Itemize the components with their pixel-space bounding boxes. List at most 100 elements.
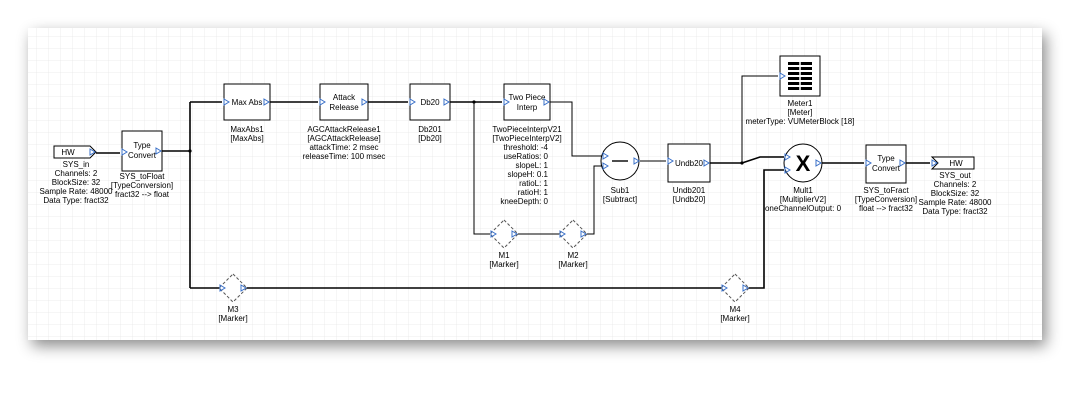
output-pin-icon[interactable]: [815, 159, 822, 167]
input-pin-icon[interactable]: [319, 98, 326, 106]
output-pin-icon[interactable]: [633, 157, 640, 165]
block-undb20[interactable]: Undb20 Undb201 [Undb20]: [667, 143, 711, 204]
block-multiplier[interactable]: X Mult1 [MultiplierV2] oneChannelOutput:…: [765, 143, 842, 213]
attack-release-labels: AGCAttackRelease1 [AGCAttackRelease] att…: [303, 125, 386, 161]
sys-tofract-labels: SYS_toFract [TypeConversion] float --> f…: [855, 186, 917, 213]
input-pin-icon[interactable]: [779, 72, 786, 80]
input-pin-icon[interactable]: [503, 98, 510, 106]
svg-text:Channels: 2: Channels: 2: [55, 169, 98, 178]
svg-text:Mult1: Mult1: [793, 186, 813, 195]
input-pin-icon[interactable]: [559, 230, 566, 238]
input-pin-icon[interactable]: [931, 159, 938, 167]
output-pin-icon[interactable]: [580, 230, 587, 238]
svg-text:M2: M2: [567, 251, 579, 260]
meter-labels: Meter1 [Meter] meterType: VUMeterBlock […: [746, 99, 855, 126]
svg-text:AGCAttackRelease1: AGCAttackRelease1: [307, 125, 381, 134]
svg-text:slopeL: 1: slopeL: 1: [516, 161, 549, 170]
svg-text:ratioL: 1: ratioL: 1: [519, 179, 548, 188]
multiplier-labels: Mult1 [MultiplierV2] oneChannelOutput: 0: [765, 186, 842, 213]
svg-text:releaseTime: 100 msec: releaseTime: 100 msec: [303, 152, 386, 161]
wire-undb20-mult[interactable]: [741, 156, 784, 164]
input-pin-icon[interactable]: [223, 98, 230, 106]
marker-m3[interactable]: M3 [Marker]: [218, 273, 248, 323]
marker-m1[interactable]: M1 [Marker]: [489, 219, 519, 269]
svg-text:[AGCAttackRelease]: [AGCAttackRelease]: [307, 134, 380, 143]
output-pin-icon[interactable]: [240, 284, 247, 292]
block-sys-out[interactable]: HW SYS_out Channels: 2 BlockSize: 32 Sam…: [919, 156, 992, 216]
junction-dot: [472, 100, 476, 104]
input-pin-icon[interactable]: [667, 157, 674, 165]
svg-text:[Marker]: [Marker]: [489, 260, 518, 269]
wire-db20-m1[interactable]: [473, 102, 490, 235]
svg-text:Convert: Convert: [872, 164, 901, 173]
svg-text:Sub1: Sub1: [611, 186, 630, 195]
output-pin-icon[interactable]: [443, 98, 450, 106]
svg-text:Channels: 2: Channels: 2: [934, 180, 977, 189]
svg-text:TwoPieceInterpV21: TwoPieceInterpV21: [492, 125, 562, 134]
svg-text:[MultiplierV2]: [MultiplierV2]: [780, 195, 826, 204]
svg-text:M4: M4: [729, 305, 741, 314]
block-two-piece-interp[interactable]: Two Piece Interp TwoPieceInterpV21 [TwoP…: [492, 83, 562, 206]
sys-tofloat-labels: SYS_toFloat [TypeConversion] fract32 -->…: [111, 172, 173, 199]
svg-text:[Marker]: [Marker]: [720, 314, 749, 323]
wire-undb20-meter[interactable]: [741, 75, 778, 163]
marker-m4[interactable]: M4 [Marker]: [720, 273, 750, 323]
vu-meter-icon: [788, 60, 812, 92]
output-pin-icon[interactable]: [543, 98, 550, 106]
svg-text:MaxAbs1: MaxAbs1: [230, 125, 264, 134]
wire-m2-sub[interactable]: [586, 165, 602, 235]
block-maxabs[interactable]: Max Abs MaxAbs1 [MaxAbs]: [223, 83, 271, 143]
output-pin-icon[interactable]: [742, 284, 749, 292]
block-meter[interactable]: Meter1 [Meter] meterType: VUMeterBlock […: [746, 55, 855, 126]
svg-text:BlockSize: 32: BlockSize: 32: [52, 178, 101, 187]
block-sys-tofloat[interactable]: Type Convert SYS_toFloat [TypeConversion…: [111, 130, 173, 199]
undb20-labels: Undb201 [Undb20]: [673, 186, 706, 204]
wire-twopiece-sub[interactable]: [550, 101, 602, 157]
input-pin-icon[interactable]: [409, 98, 416, 106]
block-attack-release[interactable]: Attack Release AGCAttackRelease1 [AGCAtt…: [303, 83, 386, 161]
svg-text:[Marker]: [Marker]: [558, 260, 587, 269]
input-pin-icon[interactable]: [602, 152, 609, 160]
svg-text:[Subtract]: [Subtract]: [603, 195, 637, 204]
output-pin-icon[interactable]: [511, 230, 518, 238]
svg-text:Type: Type: [133, 141, 151, 150]
two-piece-labels: TwoPieceInterpV21 [TwoPieceInterpV2] thr…: [492, 125, 562, 206]
db20-labels: Db201 [Db20]: [418, 125, 442, 143]
output-pin-icon[interactable]: [703, 159, 710, 167]
block-sys-in[interactable]: HW SYS_in Channels: 2 BlockSize: 32 Samp…: [40, 145, 113, 205]
input-pin-icon[interactable]: [219, 284, 226, 292]
svg-text:SYS_toFloat: SYS_toFloat: [120, 172, 166, 181]
marker-m2[interactable]: M2 [Marker]: [558, 219, 588, 269]
svg-text:Data Type: fract32: Data Type: fract32: [922, 207, 988, 216]
output-pin-icon[interactable]: [263, 98, 270, 106]
output-pin-icon[interactable]: [155, 147, 162, 155]
maxabs-labels: MaxAbs1 [MaxAbs]: [230, 125, 264, 143]
svg-text:[Marker]: [Marker]: [218, 314, 247, 323]
wire-m4-mult[interactable]: [748, 169, 784, 289]
input-pin-icon[interactable]: [784, 153, 791, 161]
output-pin-icon[interactable]: [361, 98, 368, 106]
svg-text:float --> fract32: float --> fract32: [859, 204, 914, 213]
svg-text:ratioH: 1: ratioH: 1: [518, 188, 549, 197]
output-pin-icon[interactable]: [89, 148, 96, 156]
input-pin-icon[interactable]: [121, 148, 128, 156]
svg-text:SYS_out: SYS_out: [939, 171, 971, 180]
svg-text:Attack: Attack: [333, 93, 356, 102]
input-pin-icon[interactable]: [490, 230, 497, 238]
multiply-icon: X: [796, 151, 811, 176]
block-db20[interactable]: Db20 Db201 [Db20]: [409, 83, 451, 143]
input-pin-icon[interactable]: [721, 284, 728, 292]
input-pin-icon[interactable]: [865, 159, 872, 167]
svg-text:Sample Rate: 48000: Sample Rate: 48000: [40, 187, 113, 196]
block-sys-tofract[interactable]: Type Convert SYS_toFract [TypeConversion…: [855, 144, 917, 213]
output-pin-icon[interactable]: [899, 159, 906, 167]
svg-text:fract32 --> float: fract32 --> float: [115, 190, 170, 199]
svg-text:[TwoPieceInterpV2]: [TwoPieceInterpV2]: [492, 134, 561, 143]
block-subtract[interactable]: Sub1 [Subtract]: [600, 141, 640, 204]
svg-text:Max Abs: Max Abs: [232, 98, 263, 107]
input-pin-icon[interactable]: [602, 162, 609, 170]
input-pin-icon[interactable]: [784, 166, 791, 174]
svg-text:Meter1: Meter1: [788, 99, 813, 108]
svg-text:threshold: -4: threshold: -4: [504, 143, 549, 152]
